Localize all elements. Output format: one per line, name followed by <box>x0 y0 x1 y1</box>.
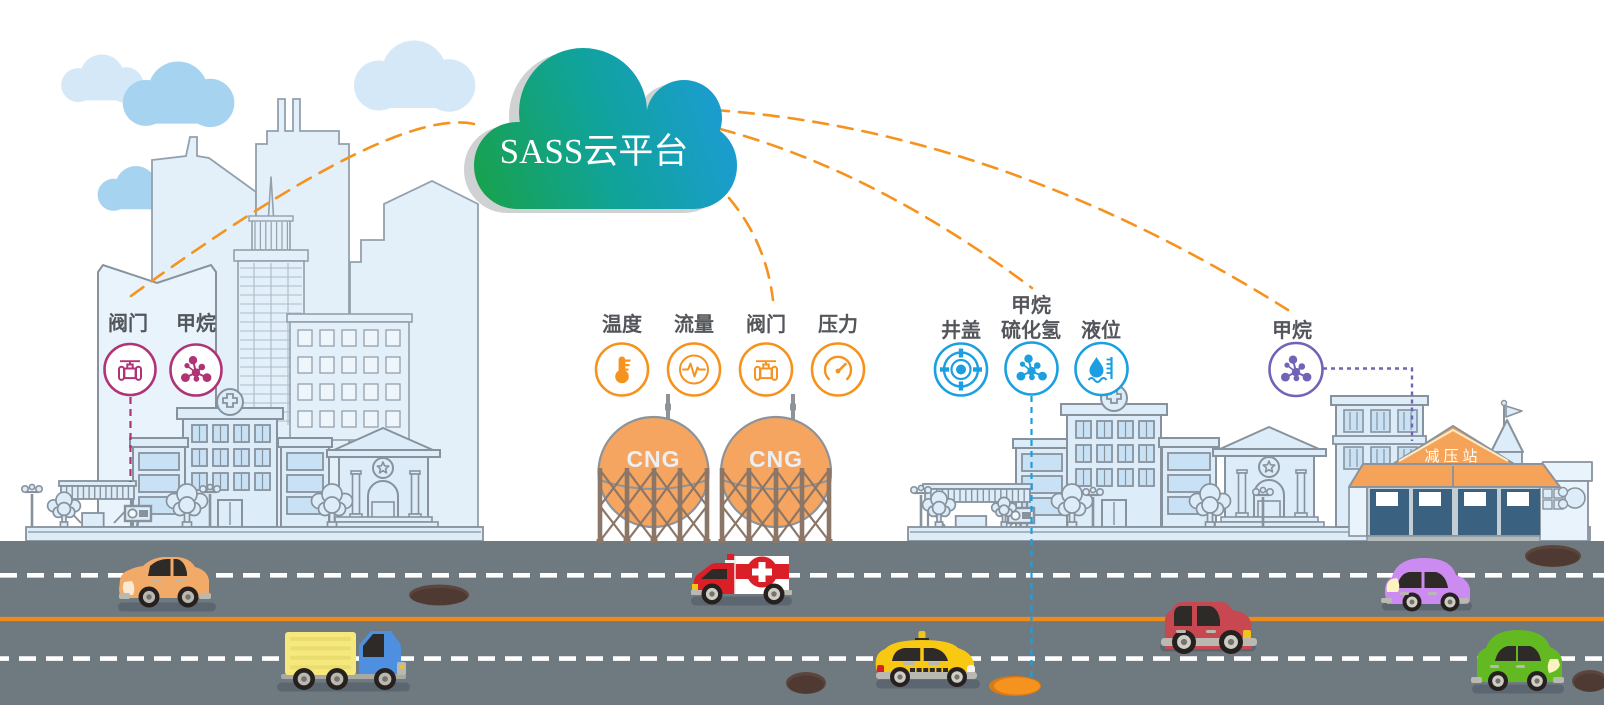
svg-text:井盖: 井盖 <box>941 318 981 342</box>
svg-text:压力: 压力 <box>818 313 858 336</box>
svg-text:SASS云平台: SASS云平台 <box>500 132 689 171</box>
svg-text:甲烷: 甲烷 <box>1272 318 1312 342</box>
svg-text:CNG: CNG <box>749 446 803 472</box>
svg-text:减压站: 减压站 <box>1424 448 1481 465</box>
svg-text:甲烷: 甲烷 <box>176 311 216 335</box>
svg-text:液位: 液位 <box>1081 318 1121 342</box>
svg-text:甲烷: 甲烷 <box>1011 293 1051 317</box>
svg-text:硫化氢: 硫化氢 <box>1001 318 1061 342</box>
svg-text:阀门: 阀门 <box>108 311 148 335</box>
svg-text:温度: 温度 <box>602 312 643 336</box>
svg-text:CNG: CNG <box>626 446 680 472</box>
svg-text:流量: 流量 <box>674 312 714 336</box>
svg-text:阀门: 阀门 <box>746 312 786 336</box>
